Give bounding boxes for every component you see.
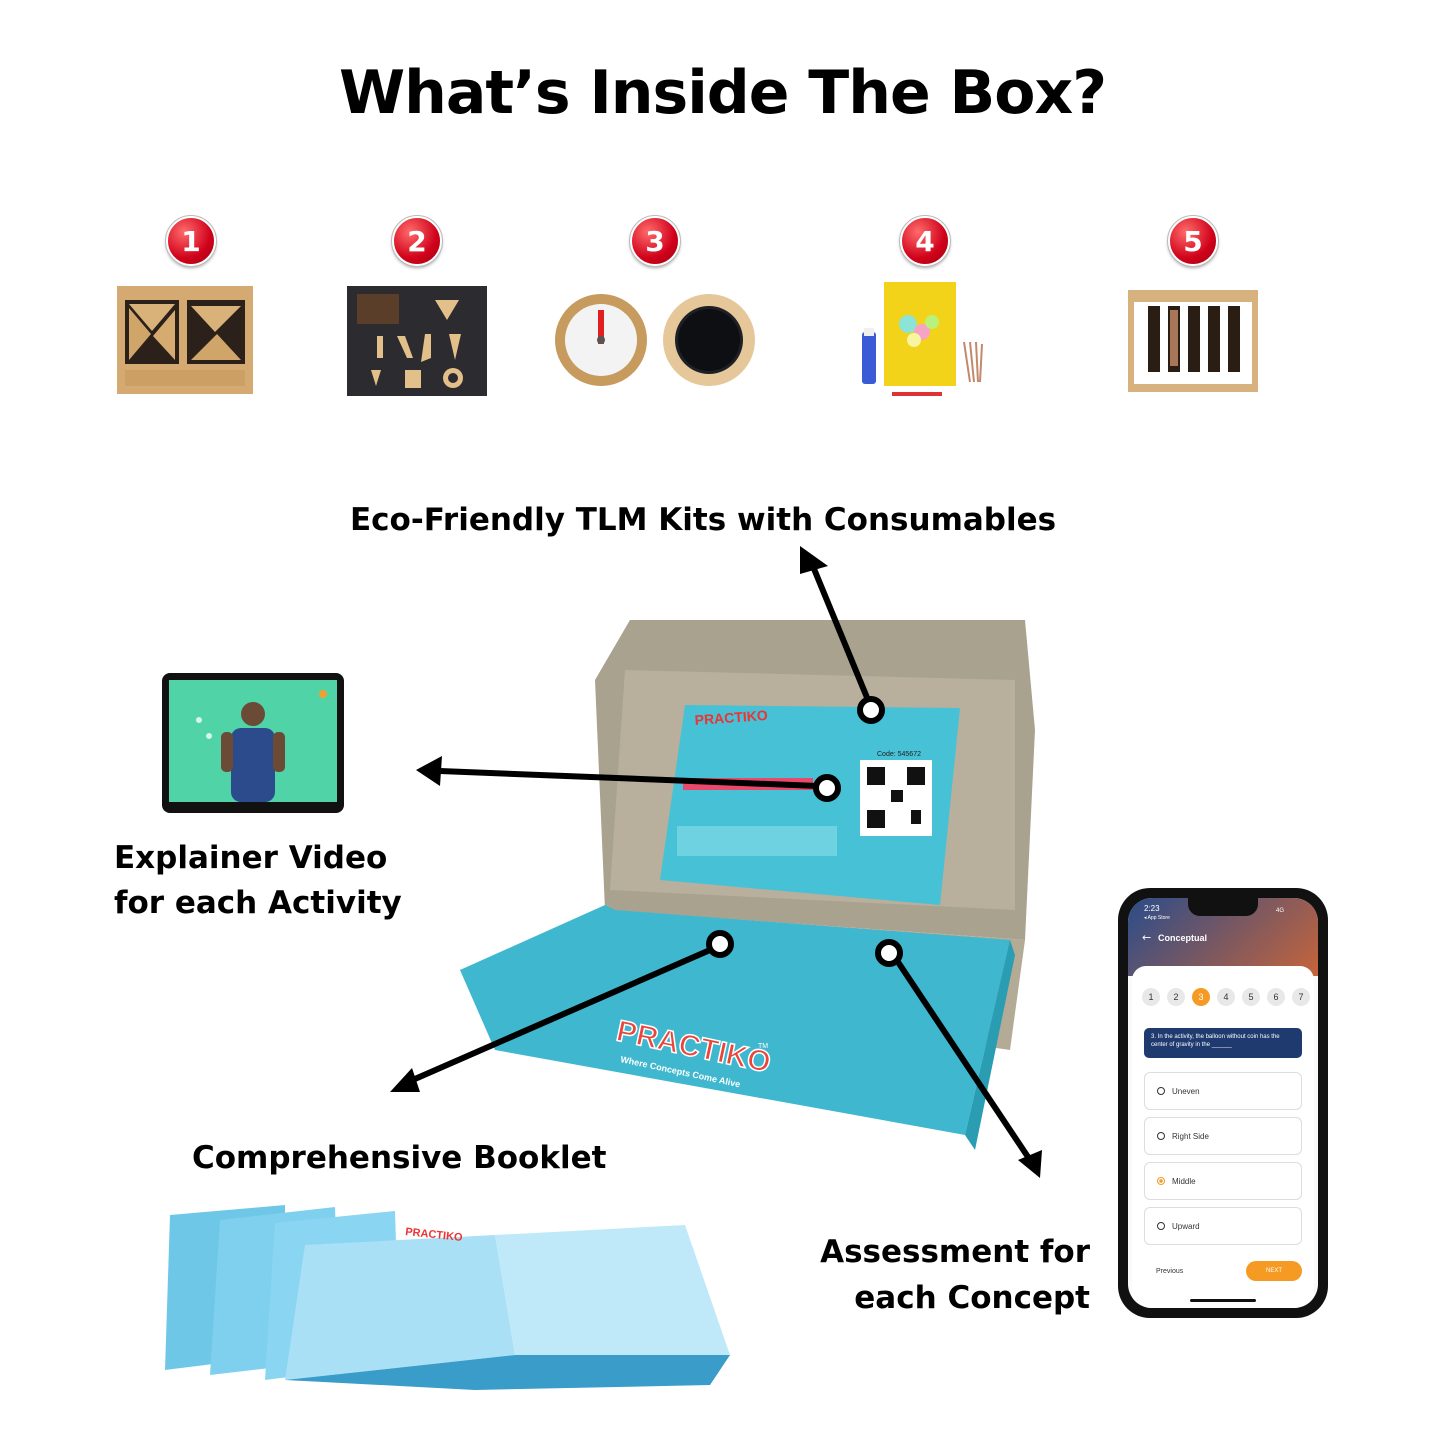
question-text: 3. In the activity, the balloon without … [1144, 1028, 1302, 1058]
video-label-line1: Explainer Video [114, 840, 388, 876]
option-uneven[interactable]: Uneven [1144, 1072, 1302, 1110]
step-button[interactable]: 2 [1167, 988, 1185, 1006]
back-arrow-icon[interactable]: ← [1142, 931, 1152, 944]
insert-code-text: Code: 545672 [877, 751, 921, 758]
tangram-board-image [117, 286, 253, 394]
practiko-box-image: PRACTIKO Code: 545672 PRACTIKO TM Where … [460, 620, 1035, 1150]
option-label: Middle [1172, 1176, 1196, 1186]
phone-header: 2:23 ◂ App Store 4G ← Conceptual [1128, 898, 1318, 976]
next-button[interactable]: NEXT [1246, 1261, 1302, 1281]
item-number-badge: 1 [165, 215, 217, 267]
option-label: Uneven [1172, 1086, 1200, 1096]
assessment-label-line1: Assessment for [820, 1234, 1090, 1270]
box-tm-text: TM [758, 1043, 768, 1050]
radio-icon [1157, 1132, 1165, 1140]
booklet-label: Comprehensive Booklet [192, 1140, 607, 1176]
phone-notch [1188, 898, 1258, 916]
assessment-label-line2: each Concept [854, 1280, 1090, 1316]
screen-title: Conceptual [1158, 933, 1208, 943]
option-label: Upward [1172, 1221, 1200, 1231]
option-label: Right Side [1172, 1131, 1209, 1141]
insert-brand-text: PRACTIKO [694, 707, 768, 728]
option-middle[interactable]: Middle [1144, 1162, 1302, 1200]
tablet-device [162, 673, 344, 813]
item-number-badge: 5 [1167, 215, 1219, 267]
place-value-board-image [1128, 290, 1258, 392]
home-indicator [1190, 1299, 1256, 1302]
option-upward[interactable]: Upward [1144, 1207, 1302, 1245]
question-card: 1 2 3 4 5 6 7 3. In the activity, the ba… [1132, 966, 1314, 1308]
clock-kit-image [555, 294, 755, 386]
radio-icon [1157, 1087, 1165, 1095]
phone-device: 2:23 ◂ App Store 4G ← Conceptual 1 2 3 4… [1118, 888, 1328, 1318]
kits-label: Eco-Friendly TLM Kits with Consumables [350, 502, 1057, 538]
booklets-image: PRACTIKO [165, 1205, 730, 1390]
item-number-badge: 4 [899, 215, 951, 267]
radio-icon [1157, 1222, 1165, 1230]
radio-selected-icon [1157, 1177, 1165, 1185]
phone-network: 4G [1276, 908, 1285, 914]
page-title: What’s Inside The Box? [339, 58, 1107, 128]
phone-screen: 2:23 ◂ App Store 4G ← Conceptual 1 2 3 4… [1128, 898, 1318, 1308]
phone-time: 2:23 [1144, 904, 1160, 913]
explainer-video-thumbnail [169, 680, 337, 802]
video-label-line2: for each Activity [114, 885, 402, 921]
option-right-side[interactable]: Right Side [1144, 1117, 1302, 1155]
item-number-badge: 2 [391, 215, 443, 267]
step-button[interactable]: 5 [1242, 988, 1260, 1006]
item-number-badge: 3 [629, 215, 681, 267]
question-steps: 1 2 3 4 5 6 7 [1142, 988, 1310, 1006]
phone-back-app-link[interactable]: ◂ App Store [1144, 915, 1170, 921]
previous-button[interactable]: Previous [1156, 1268, 1184, 1275]
alphabet-puzzle-image [347, 286, 487, 396]
step-button[interactable]: 6 [1267, 988, 1285, 1006]
step-button[interactable]: 1 [1142, 988, 1160, 1006]
step-button[interactable]: 7 [1292, 988, 1310, 1006]
step-button-active[interactable]: 3 [1192, 988, 1210, 1006]
craft-kit-image [862, 282, 983, 396]
step-button[interactable]: 4 [1217, 988, 1235, 1006]
